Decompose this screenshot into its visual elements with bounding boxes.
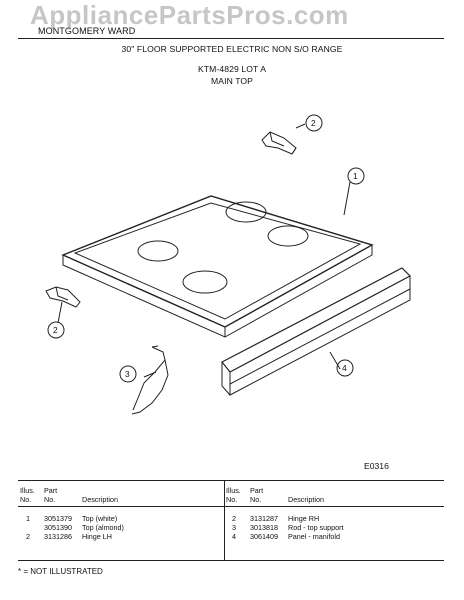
callout-hinge-rh: 2 (311, 118, 316, 128)
hinge-lh-part (45, 286, 81, 308)
header-rule (18, 38, 444, 39)
illus-header: Illus.No. (226, 486, 241, 504)
main-top-part (61, 195, 374, 338)
manifold-panel-part (221, 267, 411, 396)
table-row: 1 3051379 Top (white) 2 3131287 Hinge RH (26, 514, 320, 523)
table-header-rule (18, 506, 444, 507)
callout-main-top: 1 (353, 171, 358, 181)
model-number: KTM-4829 LOT A (197, 64, 267, 74)
table-column-divider (224, 480, 225, 560)
support-rod-part (131, 345, 169, 415)
watermark: AppliancePartsPros.com (30, 0, 349, 30)
page-title: 30" FLOOR SUPPORTED ELECTRIC NON S/O RAN… (121, 44, 343, 54)
callout-hinge-lh: 2 (53, 325, 58, 335)
brand-name: MONTGOMERY WARD (38, 26, 136, 36)
callout-manifold-panel: 4 (342, 363, 347, 373)
footnote: * = NOT ILLUSTRATED (18, 567, 103, 576)
description-header: Description (82, 495, 118, 504)
table-bottom-rule (18, 560, 444, 561)
description-header: Description (288, 495, 324, 504)
illus-header: Illus.No. (20, 486, 35, 504)
table-row: 2 3131286 Hinge LH 4 3061409 Panel - man… (26, 532, 340, 541)
figure-code: E0316 (364, 461, 389, 471)
parts-diagram (45, 114, 411, 415)
callout-support-rod: 3 (125, 369, 130, 379)
table-top-rule (18, 480, 444, 481)
hinge-rh-part (261, 131, 297, 155)
table-row: 3051390 Top (almond) 3 3013818 Rod - top… (44, 523, 344, 532)
section-title: MAIN TOP (210, 76, 254, 86)
